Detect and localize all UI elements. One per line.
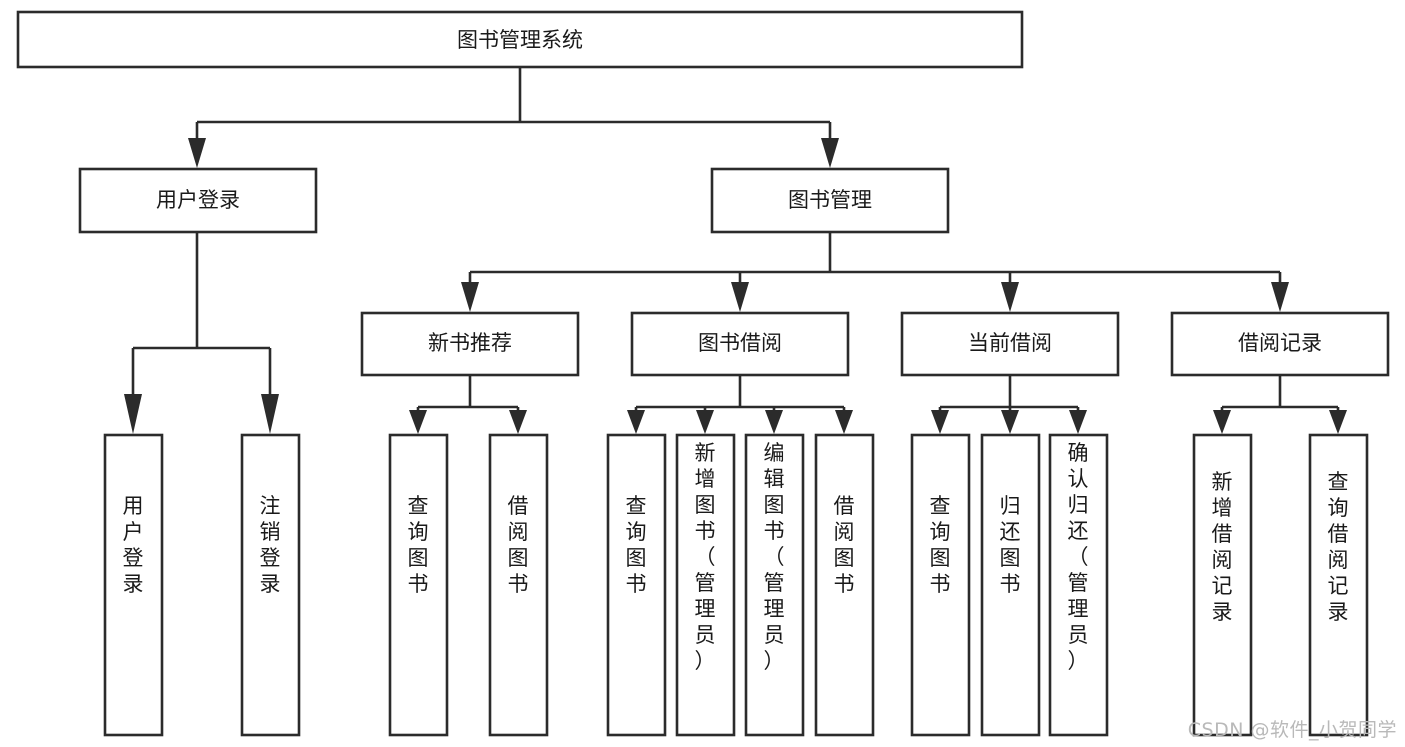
leaf-return-book-label: 归还图书	[1000, 494, 1021, 596]
leaf-query-book-3-label: 查询图书	[930, 494, 951, 596]
leaf-edit-book-box[interactable]	[744, 433, 805, 737]
current-borrow-label: 当前借阅	[968, 331, 1052, 355]
arrow-leaf-add-record	[1213, 410, 1231, 434]
node-book-borrow[interactable]: 图书借阅	[630, 311, 850, 377]
node-leaf-query-book-2[interactable]: 查询图书	[606, 433, 667, 737]
node-leaf-add-record[interactable]: 新增借阅记录	[1192, 433, 1253, 737]
connector-layer	[124, 67, 1347, 434]
leaf-add-book-label: 新增图书（管理员）	[695, 441, 716, 673]
node-leaf-edit-book[interactable]: 编辑图书（管理员）	[744, 433, 805, 737]
leaf-add-record-box[interactable]	[1192, 433, 1253, 737]
new-book-recommend-box[interactable]	[360, 311, 580, 377]
book-management-label: 图书管理	[788, 188, 872, 212]
leaf-borrow-book-1-box[interactable]	[488, 433, 549, 737]
leaf-logout-label: 注销登录	[260, 494, 281, 596]
arrow-book-borrow	[731, 282, 749, 312]
arrow-leaf-return-book	[1001, 410, 1019, 434]
node-leaf-borrow-book-1[interactable]: 借阅图书	[488, 433, 549, 737]
node-leaf-borrow-book-2[interactable]: 借阅图书	[814, 433, 875, 737]
leaf-borrow-book-2-label: 借阅图书	[834, 494, 855, 596]
book-borrow-label: 图书借阅	[698, 331, 782, 355]
borrow-record-box[interactable]	[1170, 311, 1390, 377]
arrow-leaf-borrow-book-2	[835, 410, 853, 434]
node-leaf-query-book-1[interactable]: 查询图书	[388, 433, 449, 737]
node-leaf-confirm-return[interactable]: 确认归还（管理员）	[1048, 433, 1109, 737]
book-borrow-box[interactable]	[630, 311, 850, 377]
borrow-record-label: 借阅记录	[1238, 331, 1322, 355]
arrow-current-borrow	[1001, 282, 1019, 312]
leaf-query-book-1-label: 查询图书	[408, 494, 429, 596]
leaf-user-login-label: 用户登录	[123, 494, 144, 596]
leaf-query-book-2-label: 查询图书	[626, 494, 647, 596]
node-leaf-user-login[interactable]: 用户登录	[103, 433, 164, 737]
node-book-management[interactable]: 图书管理	[710, 167, 950, 234]
leaf-query-book-3-box[interactable]	[910, 433, 971, 737]
user-login-label: 用户登录	[156, 188, 240, 212]
leaf-query-record-label: 查询借阅记录	[1328, 470, 1349, 624]
arrow-leaf-query-book-2	[627, 410, 645, 434]
arrow-new-book-recommend	[461, 282, 479, 312]
arrow-leaf-logout	[261, 394, 279, 434]
root-label: 图书管理系统	[457, 28, 583, 52]
leaf-borrow-book-2-box[interactable]	[814, 433, 875, 737]
root-box[interactable]	[16, 10, 1024, 69]
node-root[interactable]: 图书管理系统	[16, 10, 1024, 69]
node-leaf-logout[interactable]: 注销登录	[240, 433, 301, 737]
leaf-logout-box[interactable]	[240, 433, 301, 737]
book-management-box[interactable]	[710, 167, 950, 234]
node-leaf-add-book[interactable]: 新增图书（管理员）	[675, 433, 736, 737]
arrow-user-login	[188, 138, 206, 168]
node-leaf-query-record[interactable]: 查询借阅记录	[1308, 433, 1369, 737]
node-leaf-return-book[interactable]: 归还图书	[980, 433, 1041, 737]
node-new-book-recommend[interactable]: 新书推荐	[360, 311, 580, 377]
leaf-query-record-box[interactable]	[1308, 433, 1369, 737]
arrow-leaf-query-book-1	[409, 410, 427, 434]
arrow-leaf-query-book-3	[931, 410, 949, 434]
arrow-leaf-user-login	[124, 394, 142, 434]
leaf-query-book-2-box[interactable]	[606, 433, 667, 737]
node-user-login[interactable]: 用户登录	[78, 167, 318, 234]
leaf-add-record-label: 新增借阅记录	[1212, 470, 1233, 624]
node-current-borrow[interactable]: 当前借阅	[900, 311, 1120, 377]
current-borrow-box[interactable]	[900, 311, 1120, 377]
leaf-confirm-return-label: 确认归还（管理员）	[1068, 441, 1089, 673]
user-login-box[interactable]	[78, 167, 318, 234]
arrow-leaf-edit-book	[765, 410, 783, 434]
leaf-user-login-box[interactable]	[103, 433, 164, 737]
leaf-query-book-1-box[interactable]	[388, 433, 449, 737]
leaf-edit-book-label: 编辑图书（管理员）	[764, 441, 785, 673]
arrow-leaf-borrow-book-1	[509, 410, 527, 434]
leaf-add-book-box[interactable]	[675, 433, 736, 737]
node-borrow-record[interactable]: 借阅记录	[1170, 311, 1390, 377]
arrow-leaf-add-book	[696, 410, 714, 434]
new-book-recommend-label: 新书推荐	[428, 331, 512, 355]
node-leaf-query-book-3[interactable]: 查询图书	[910, 433, 971, 737]
leaf-confirm-return-box[interactable]	[1048, 433, 1109, 737]
leaf-borrow-book-1-label: 借阅图书	[508, 494, 529, 596]
arrow-book-management	[821, 138, 839, 168]
arrow-borrow-record	[1271, 282, 1289, 312]
arrow-leaf-confirm-return	[1069, 410, 1087, 434]
leaf-return-book-box[interactable]	[980, 433, 1041, 737]
arrow-leaf-query-record	[1329, 410, 1347, 434]
